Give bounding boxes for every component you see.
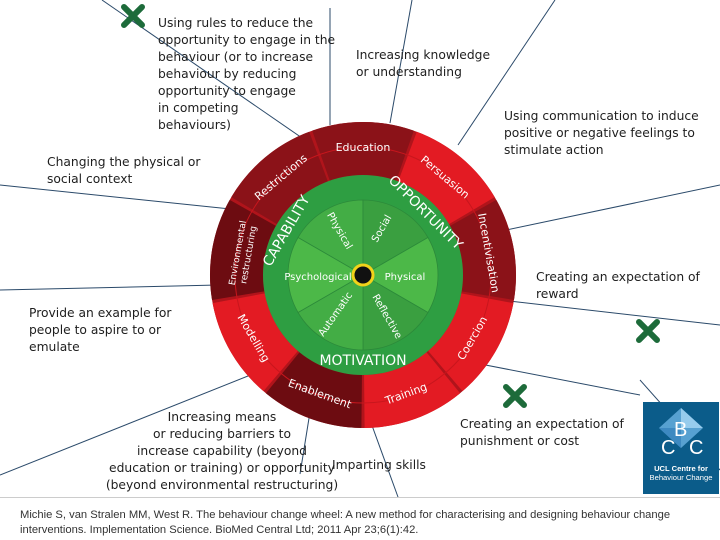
intervention-segment (210, 199, 276, 300)
logo-emblem: C B C (659, 408, 703, 459)
description-incentivisation: Creating an expectation of reward (536, 270, 700, 301)
wheel-hub (351, 263, 375, 287)
intervention-segment (265, 352, 362, 428)
intervention-segment (428, 293, 514, 392)
ring-divider (234, 146, 492, 404)
logo-letter-c1: C (661, 437, 675, 459)
component-label-physical-opportunity: Physical (385, 272, 426, 283)
intervention-label: Education (336, 141, 391, 154)
source-label-motivation: MOTIVATION (319, 353, 406, 369)
description-education: Increasing knowledge or understanding (356, 48, 491, 79)
component-label-psychological: Psychological (284, 272, 351, 283)
description-enablement: Increasing means or reducing barriers to… (105, 410, 339, 492)
intervention-segment (212, 293, 298, 392)
cross-icon (503, 384, 527, 408)
logo-letter-b: B (674, 419, 687, 441)
citation: Michie S, van Stralen MM, West R. The be… (20, 509, 671, 536)
intervention-segment (364, 352, 461, 428)
intervention-segment (312, 121, 414, 181)
description-training: Imparting skills (332, 458, 426, 472)
description-coercion: Creating an expectation of punishment or… (460, 417, 624, 448)
description-environmental: Changing the physical or social context (47, 155, 201, 186)
description-restrictions: Using rules to reduce the opportunity to… (158, 16, 336, 132)
logo-line-1: UCL Centre for (654, 464, 708, 473)
footer-divider (0, 497, 720, 498)
description-modelling: Provide an example for people to aspire … (29, 306, 172, 354)
logo-line-2: Behaviour Change (649, 472, 713, 482)
logo-caption: UCL Centre for Behaviour Change (643, 464, 719, 482)
description-persuasion: Using communication to induce positive o… (504, 109, 699, 157)
cross-icon (636, 319, 660, 343)
logo-letter-c2: C (689, 437, 703, 459)
ucl-cbc-logo: C B C UCL Centre for Behaviour Change (643, 402, 719, 494)
cross-icon (121, 4, 145, 28)
intervention-segment (450, 199, 516, 300)
